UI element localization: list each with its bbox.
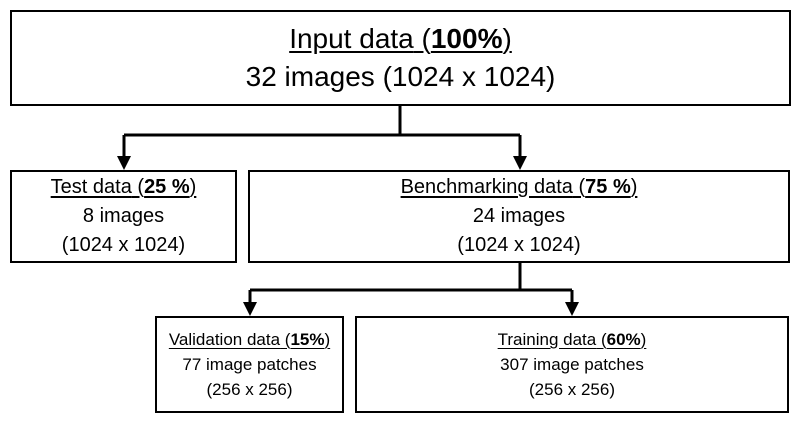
input-data-heading: Input data (100%) bbox=[289, 20, 512, 58]
validation-data-box: Validation data (15%) 77 image patches (… bbox=[155, 316, 344, 413]
test-data-size: (1024 x 1024) bbox=[61, 234, 186, 256]
input-data-detail: 32 images (1024 x 1024) bbox=[245, 61, 556, 92]
test-data-title: Test data (25 %) bbox=[50, 176, 197, 198]
training-data-box: Training data (60%) 307 image patches (2… bbox=[355, 316, 789, 413]
input-data-box: Input data (100%) 32 images (1024 x 1024… bbox=[10, 10, 791, 106]
validation-data-title: Validation data (15%) bbox=[168, 330, 331, 349]
validation-data-count: 77 image patches bbox=[182, 355, 317, 374]
arrow-to-benchmarking bbox=[513, 156, 527, 170]
training-data-title: Training data (60%) bbox=[497, 330, 647, 349]
test-data-box: Test data (25 %) 8 images (1024 x 1024) bbox=[10, 170, 237, 263]
test-data-heading: Test data (25 %) bbox=[51, 173, 197, 202]
training-data-count: 307 image patches bbox=[500, 355, 644, 374]
benchmarking-data-title: Benchmarking data (75 %) bbox=[400, 176, 638, 198]
input-split-connector bbox=[122, 106, 522, 158]
validation-data-heading: Validation data (15%) bbox=[169, 327, 330, 352]
benchmarking-data-heading: Benchmarking data (75 %) bbox=[401, 173, 638, 202]
arrow-to-test bbox=[117, 156, 131, 170]
validation-data-size: (256 x 256) bbox=[206, 380, 293, 399]
arrow-to-training bbox=[565, 302, 579, 316]
training-data-percent: 60% bbox=[606, 330, 641, 349]
benchmarking-data-size: (1024 x 1024) bbox=[457, 234, 581, 256]
training-data-heading: Training data (60%) bbox=[498, 327, 647, 352]
training-data-size: (256 x 256) bbox=[529, 380, 615, 399]
arrow-to-validation bbox=[243, 302, 257, 316]
test-data-percent: 25 % bbox=[144, 176, 190, 198]
benchmarking-data-box: Benchmarking data (75 %) 24 images (1024… bbox=[248, 170, 790, 263]
validation-data-percent: 15% bbox=[290, 330, 325, 349]
benchmarking-data-count: 24 images bbox=[472, 205, 566, 227]
benchmarking-data-percent: 75 % bbox=[585, 176, 631, 198]
benchmark-split-connector bbox=[248, 263, 574, 304]
test-data-count: 8 images bbox=[82, 205, 165, 227]
input-data-title: Input data (100%) bbox=[289, 23, 512, 54]
input-data-percent: 100% bbox=[430, 23, 503, 54]
